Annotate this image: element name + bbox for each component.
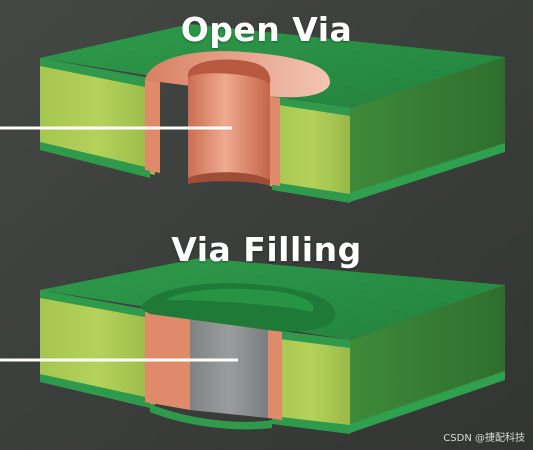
- front2-substrate-left: [40, 290, 155, 405]
- via-fill-material: [190, 318, 268, 418]
- front2-substrate-right: [272, 330, 350, 432]
- via-fill-bottom-bulge: [150, 404, 272, 430]
- board-right-face-mask-bottom: [350, 143, 505, 202]
- watermark: CSDN @捷配科技: [443, 433, 525, 444]
- board2-right-face-mask-bottom: [350, 371, 505, 433]
- board2-right-face: [350, 285, 505, 432]
- via-filling-title: Via Filling: [171, 230, 362, 269]
- front-mask-bottom-right: [272, 182, 350, 203]
- copper-wall-right: [268, 96, 280, 186]
- board-right-face: [350, 57, 505, 200]
- front2-mask-bottom-right: [272, 416, 350, 434]
- front2-mask-top-right: [272, 330, 350, 348]
- front2-mask-top-left: [40, 290, 150, 318]
- front-substrate-left: [40, 58, 155, 175]
- copper2-wall-right: [268, 330, 282, 420]
- front-mask-top-left: [40, 58, 150, 88]
- via-filling-board: [40, 258, 505, 434]
- front-mask-top-right: [272, 96, 350, 116]
- front-mask-bottom-left: [40, 142, 150, 178]
- via-mask-dome-highlight: [165, 288, 314, 312]
- front-substrate-right: [270, 96, 350, 200]
- open-via-title: Open Via: [180, 10, 353, 49]
- via-barrel-bottom: [188, 172, 270, 186]
- front2-mask-bottom-left: [40, 374, 150, 408]
